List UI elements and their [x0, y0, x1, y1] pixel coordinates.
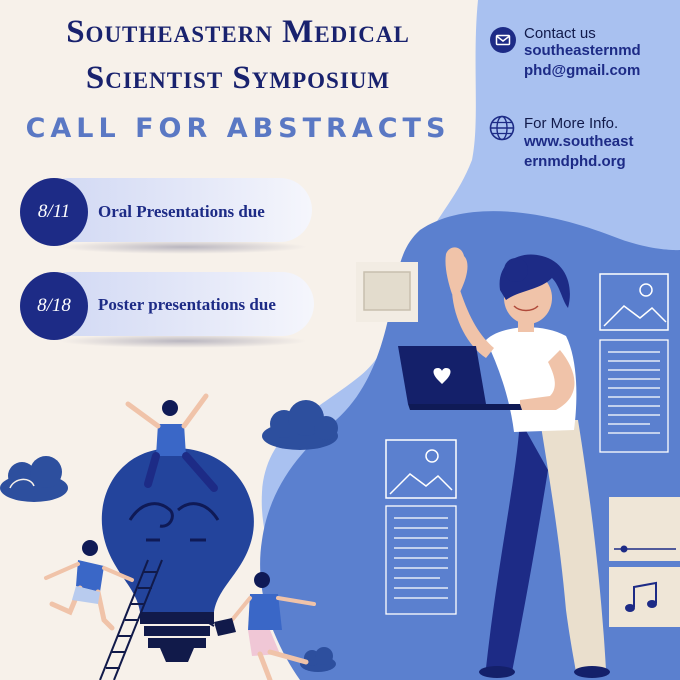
text-document-icon: [385, 505, 457, 615]
title-line-2: Scientist Symposium: [85, 60, 391, 96]
call-for-abstracts: CALL FOR ABSTRACTS: [25, 113, 451, 144]
website-line-1[interactable]: www.southeast: [524, 133, 634, 150]
website-line-2[interactable]: ernmdphd.org: [524, 153, 626, 170]
contact-heading: Contact us: [524, 25, 596, 42]
deadline-label: Poster presentations due: [98, 295, 276, 314]
slider-card-icon: [609, 497, 680, 561]
mail-icon: [490, 27, 516, 53]
text-document-icon: [599, 339, 669, 453]
contact-email-line-2[interactable]: phd@gmail.com: [524, 62, 641, 79]
title-line-1: Southeastern Medical: [66, 14, 410, 50]
more-info-heading: For More Info.: [524, 115, 619, 132]
picture-frame-icon: [356, 262, 418, 322]
pill-shadow: [58, 334, 308, 348]
cloud-right: [262, 400, 338, 450]
cloud-left-outline: [9, 478, 35, 489]
woman-with-laptop-illustration: [398, 247, 610, 678]
music-note-icon: [609, 567, 680, 627]
image-card-icon: [385, 439, 457, 499]
image-card-icon: [599, 273, 669, 331]
deadline-date: 8/18: [20, 272, 88, 340]
deadline-label: Oral Presentations due: [98, 202, 265, 221]
deadline-date: 8/11: [20, 178, 88, 246]
pill-shadow: [58, 240, 308, 254]
globe-icon: [489, 115, 515, 141]
contact-email-line-1[interactable]: southeasternmd: [524, 42, 641, 59]
